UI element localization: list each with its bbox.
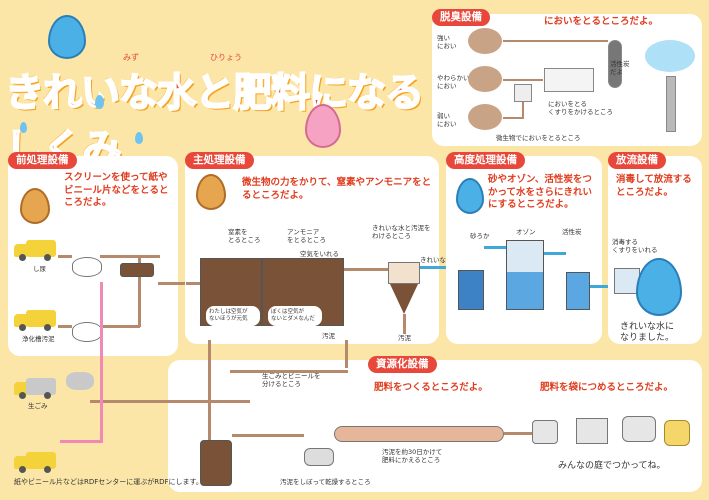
garbage-bag-icon <box>66 372 94 390</box>
smell-cloud-icon <box>468 104 502 130</box>
scrubber-tank <box>544 68 594 92</box>
water-drop-icon <box>135 132 143 144</box>
air-label: 空気をいれる <box>300 250 339 258</box>
truck-icon <box>14 310 56 331</box>
bio-label: 微生物でにおいをとるところ <box>496 134 581 142</box>
main-header: 主処理設備 <box>185 152 254 169</box>
ruby-mizu: みず <box>123 53 139 62</box>
sludge-label: 汚泥 <box>322 332 335 340</box>
clean-water-label: きれいな水 <box>420 256 453 264</box>
truck-icon <box>14 452 56 473</box>
bubble-text-1: わたしは空気が ないほうが元気 <box>209 309 248 322</box>
scrubber-label: においをとる くすりをかけるところ <box>548 100 613 116</box>
compost-desc-1: 肥料をつくるところだよ。 <box>374 382 488 393</box>
page-title: きれいな水と肥料になるしくみ <box>4 70 425 173</box>
footnote: 紙やビニール片などはRDFセンターに運ぶがRDFにします。 <box>14 478 203 486</box>
pink-pipe <box>60 440 103 443</box>
carbon-label: 活性炭 だよ <box>610 60 630 76</box>
speech-bubble <box>206 306 260 326</box>
separate-label: きれいな水と汚泥を わけるところ <box>372 224 431 240</box>
smell-cloud-icon <box>468 28 502 54</box>
deodor-header: 脱臭設備 <box>432 9 490 26</box>
bagging-machine <box>532 420 558 444</box>
water-drop-icon <box>20 122 27 133</box>
pre-desc: スクリーンを使って紙やビニール片などをとるところだよ。 <box>64 172 169 208</box>
mascot-brown-icon <box>20 188 50 224</box>
discharge-header: 放流設備 <box>608 152 666 169</box>
ozone-water <box>507 272 543 309</box>
nitrogen-label: 窒素を とるところ <box>228 228 261 244</box>
carbon-tank-2 <box>566 272 590 310</box>
sand-filter-tank <box>458 270 484 310</box>
carbon-tank <box>608 40 622 88</box>
smell-cloud-icon <box>468 66 502 92</box>
title-area: きれいな水と肥料になるしくみ みず ひりょう <box>4 40 425 173</box>
sludge-storage <box>200 440 232 486</box>
pre-header: 前処理設備 <box>8 152 77 169</box>
smell-strong-label: 強い におい <box>437 34 457 50</box>
receiving-tank <box>72 257 102 277</box>
screen-tank <box>120 263 154 277</box>
compost-desc-2: 肥料を袋につめるところだよ。 <box>540 382 674 393</box>
advanced-desc: 砂やオゾン、活性炭をつかって水をさらにきれいにするところだよ。 <box>488 174 593 210</box>
bagging-machine <box>576 418 608 444</box>
compost-drum <box>334 426 504 442</box>
press-label: 汚泥をしぼって乾燥するところ <box>280 478 371 486</box>
bio-tower <box>514 84 532 102</box>
sludge-label: 汚泥 <box>398 334 411 342</box>
settling-cone <box>390 284 418 314</box>
result-label: きれいな水に なりました。 <box>620 322 675 343</box>
speech-bubble <box>268 306 322 326</box>
truck-label: 生ごみ <box>28 402 48 410</box>
medicine-label: 消毒する くすりをいれる <box>612 238 658 254</box>
fertilizer-bags <box>664 420 690 446</box>
discharge-desc: 消毒して放流するところだよ。 <box>616 174 692 198</box>
receiving-tank <box>72 322 102 342</box>
garden-label: みんなの庭でつかってね。 <box>558 461 666 471</box>
forklift-icon <box>622 416 656 442</box>
chimney <box>666 76 676 132</box>
mascot-brown-icon <box>196 174 226 210</box>
press-machine <box>304 448 334 466</box>
truck-label: し尿 <box>33 265 46 273</box>
truck-icon <box>14 240 56 261</box>
deodor-desc: においをとるところだよ。 <box>544 16 659 27</box>
clean-air-cloud-icon <box>645 40 695 72</box>
advanced-header: 高度処理設備 <box>446 152 525 169</box>
ammonia-label: アンモニア をとるところ <box>287 228 326 244</box>
ozone-label: オゾン <box>516 228 536 236</box>
settling-tank <box>388 262 420 284</box>
mascot-blue-icon <box>636 258 682 316</box>
truck-label: 浄化槽汚泥 <box>22 335 55 343</box>
water-drop-icon <box>95 95 104 109</box>
smell-soft-label: やわらかい におい <box>437 74 470 90</box>
smell-weak-label: 弱い におい <box>437 112 457 128</box>
truck-icon <box>14 378 56 399</box>
mascot-blue-icon <box>456 178 484 214</box>
ruby-hiryou: ひりょう <box>210 53 242 62</box>
bubble-text-2: ぼくは空気が ないとダメなんだ <box>271 309 315 322</box>
compost-header: 資源化設備 <box>368 356 437 373</box>
carbon-label-2: 活性炭 <box>562 228 582 236</box>
pink-pipe <box>100 282 103 442</box>
ferment-label: 汚泥を約30日かけて 肥料にかえるところ <box>382 448 443 464</box>
mascot-blue-icon <box>48 15 86 59</box>
separate-label-2: 生ごみとビニールを 分けるところ <box>262 372 321 388</box>
mascot-pink-icon <box>305 104 341 148</box>
sand-filter-label: 砂ろか <box>470 232 490 240</box>
main-desc: 微生物の力をかりて、窒素やアンモニアをとるところだよ。 <box>242 177 432 201</box>
